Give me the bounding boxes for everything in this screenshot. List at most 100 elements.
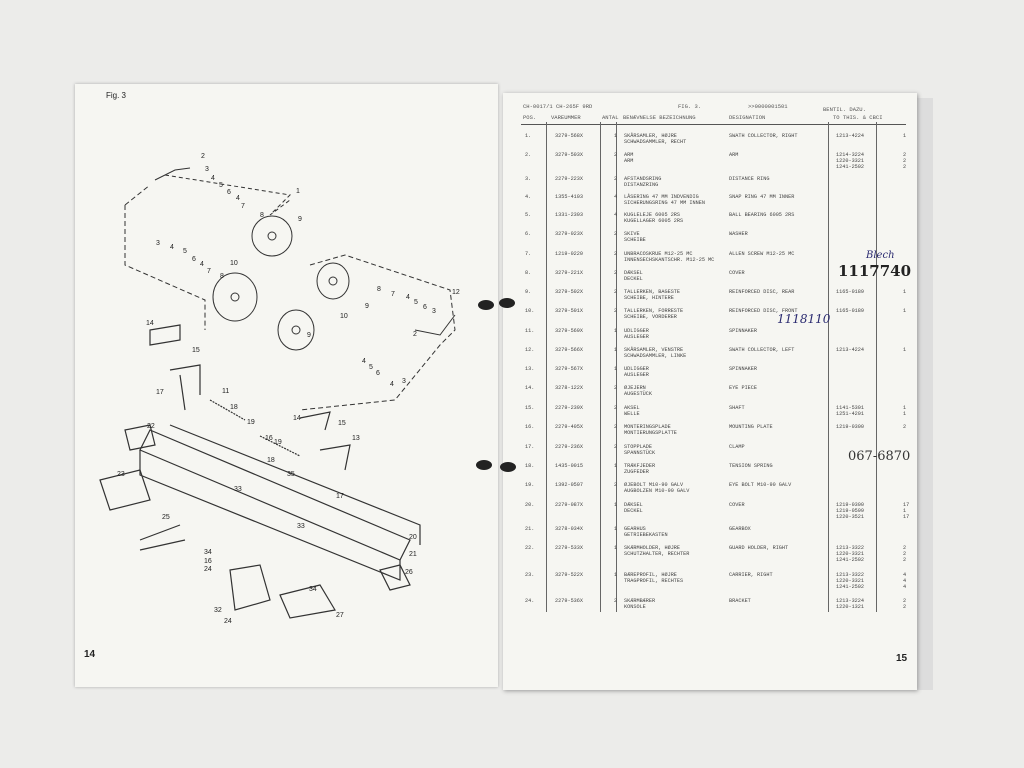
pos-cell: 17. bbox=[525, 444, 535, 450]
designation-cell: EYE PIECE bbox=[729, 385, 758, 391]
part-number-cell: 3279-568X bbox=[555, 133, 584, 139]
callout-number: 3 bbox=[205, 166, 209, 173]
callout-number: 8 bbox=[377, 286, 381, 293]
quantity-cell: 1 bbox=[614, 328, 618, 334]
ref-qty-cell: 2 bbox=[903, 424, 907, 430]
callout-number: 4 bbox=[170, 244, 174, 251]
pos-cell: 20. bbox=[525, 502, 535, 508]
quantity-cell: 2 bbox=[614, 270, 618, 276]
part-number-cell: 3279-503X bbox=[555, 152, 584, 158]
quantity-cell: 2 bbox=[614, 444, 618, 450]
callout-number: 4 bbox=[236, 195, 240, 202]
part-number-cell: 1355-4103 bbox=[555, 194, 584, 200]
ref-qty-cell: 2 bbox=[903, 152, 907, 158]
callout-number: 3 bbox=[402, 378, 406, 385]
pos-cell: 12. bbox=[525, 347, 535, 353]
ref-cell: 1251-4201 bbox=[836, 411, 865, 417]
quantity-cell: 2 bbox=[614, 231, 618, 237]
col-pos-header: POS. bbox=[523, 114, 537, 121]
name-danish-cell: ØJEBOLT M10-90 GALV bbox=[624, 482, 684, 488]
col-designation-header: DESIGNATION bbox=[729, 114, 766, 121]
pos-cell: 16. bbox=[525, 424, 535, 430]
part-number-cell: 2279-236X bbox=[555, 444, 584, 450]
callout-number: 9 bbox=[298, 216, 302, 223]
quantity-cell: 4 bbox=[614, 212, 618, 218]
callout-number: 5 bbox=[369, 364, 373, 371]
designation-cell: CARRIER, RIGHT bbox=[729, 572, 773, 578]
callout-number: 6 bbox=[227, 189, 231, 196]
right-page: CH-0017/1 CH-265F 9RD FIG. 3. >>00000015… bbox=[503, 93, 917, 690]
ref-qty-cell: 2 bbox=[903, 545, 907, 551]
pos-cell: 11. bbox=[525, 328, 535, 334]
callout-number: 15 bbox=[338, 420, 346, 427]
callout-number: 2 bbox=[201, 153, 205, 160]
pos-cell: 2. bbox=[525, 152, 532, 158]
designation-cell: SPINNAKER bbox=[729, 328, 758, 334]
name-german-cell: AUGBOLZEN M10-90 GALV bbox=[624, 488, 690, 494]
ref-qty-cell: 4 bbox=[903, 578, 907, 584]
callout-number: 18 bbox=[267, 457, 275, 464]
ref-cell: 1214-3224 bbox=[836, 152, 865, 158]
callout-number: 24 bbox=[224, 618, 232, 625]
quantity-cell: 1 bbox=[614, 347, 618, 353]
name-danish-cell: STOPPLADE bbox=[624, 444, 653, 450]
name-danish-cell: SKÅRSAMLER, HØJRE bbox=[624, 133, 677, 139]
callout-number: 4 bbox=[406, 294, 410, 301]
callout-number: 8 bbox=[220, 273, 224, 280]
designation-cell: GEARBOX bbox=[729, 526, 751, 532]
binding-hole bbox=[476, 460, 492, 470]
part-number-cell: 2279-087X bbox=[555, 502, 584, 508]
callout-number: 4 bbox=[200, 261, 204, 268]
callout-number: 6 bbox=[376, 370, 380, 377]
quantity-cell: 1 bbox=[614, 502, 618, 508]
name-german-cell: DECKEL bbox=[624, 508, 643, 514]
ref-qty-cell: 2 bbox=[903, 551, 907, 557]
designation-cell: ALLEN SCREW M12-25 MC bbox=[729, 251, 795, 257]
ref-cell: 1213-3322 bbox=[836, 572, 865, 578]
callout-number: 23 bbox=[117, 471, 125, 478]
ref-qty-cell: 1 bbox=[903, 347, 907, 353]
ref-cell: 1219-0599 bbox=[836, 508, 865, 514]
callout-number: 6 bbox=[192, 256, 196, 263]
name-german-cell: AUSLEGER bbox=[624, 372, 649, 378]
ref-qty-cell: 1 bbox=[903, 405, 907, 411]
name-german-cell: AUGESTÜCK bbox=[624, 391, 653, 397]
col-part-header: VAREUMMER bbox=[551, 114, 581, 121]
callout-number: 9 bbox=[365, 303, 369, 310]
pos-cell: 18. bbox=[525, 463, 535, 469]
callout-number: 22 bbox=[147, 423, 155, 430]
name-danish-cell: KUGLELEJE 6005 2RS bbox=[624, 212, 681, 218]
name-danish-cell: TALLERKEN, BAGESTE bbox=[624, 289, 681, 295]
page-number-right: 15 bbox=[896, 653, 908, 664]
pos-cell: 15. bbox=[525, 405, 535, 411]
pos-cell: 3. bbox=[525, 176, 532, 182]
quantity-cell: 2 bbox=[614, 251, 618, 257]
pos-cell: 22. bbox=[525, 545, 535, 551]
ref-qty-cell: 1 bbox=[903, 411, 907, 417]
callout-number: 11 bbox=[222, 388, 229, 395]
ref-qty-cell: 2 bbox=[903, 164, 907, 170]
name-german-cell: SCHWADSAMMLER, RECHT bbox=[624, 139, 687, 145]
callout-number: 3 bbox=[156, 240, 160, 247]
ref-cell: 1241-2502 bbox=[836, 557, 865, 563]
name-danish-cell: DÆKSEL bbox=[624, 502, 643, 508]
designation-cell: CLAMP bbox=[729, 444, 745, 450]
ref-qty-cell: 2 bbox=[903, 598, 907, 604]
callout-number: 35 bbox=[287, 471, 295, 478]
callout-number: 33 bbox=[234, 486, 242, 493]
name-german-cell: DISTANZRING bbox=[624, 182, 659, 188]
pos-cell: 1. bbox=[525, 133, 532, 139]
name-german-cell: SCHUTZHALTER, RECHTER bbox=[624, 551, 690, 557]
column-divider bbox=[876, 122, 877, 612]
designation-cell: DISTANCE RING bbox=[729, 176, 770, 182]
pos-cell: 24. bbox=[525, 598, 535, 604]
quantity-cell: 2 bbox=[614, 289, 618, 295]
